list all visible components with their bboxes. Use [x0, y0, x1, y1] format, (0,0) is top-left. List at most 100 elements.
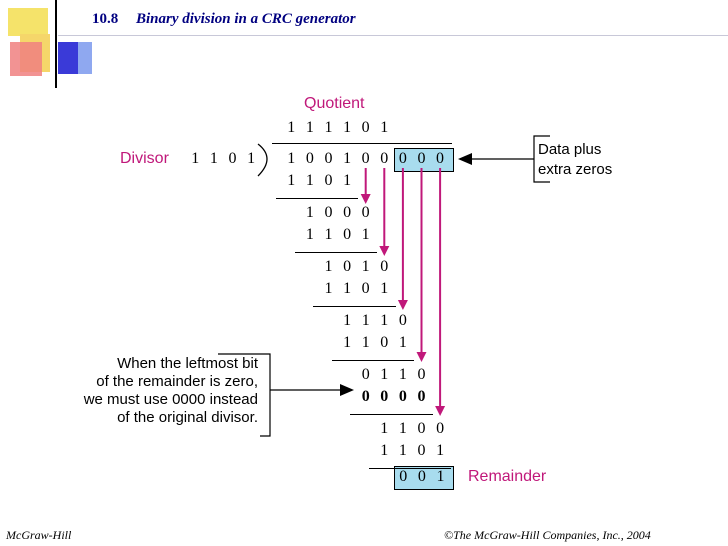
data-callout-bracket — [458, 135, 550, 183]
digit: 1 — [380, 280, 389, 297]
header-horizontal-rule — [58, 35, 728, 36]
note-line-1: When the leftmost bit — [117, 355, 258, 372]
header-vertical-rule — [55, 0, 57, 88]
note-line-3: we must use 0000 instead — [83, 391, 258, 408]
digit: 1 — [305, 204, 314, 221]
subtraction-rule — [313, 306, 396, 307]
subtraction-rule — [369, 468, 452, 469]
digit: 0 — [343, 204, 352, 221]
bring-down-arrow-head — [360, 194, 371, 204]
footer-left: McGraw-Hill — [6, 528, 72, 542]
data-plus-label-1: Data plus — [538, 141, 602, 158]
light-blue-square — [78, 42, 92, 74]
division-bar — [272, 143, 452, 144]
digit: 1 — [436, 468, 445, 485]
figure-number: 10.8 — [92, 11, 119, 27]
digit: 1 — [380, 312, 389, 329]
digit: 1 — [324, 280, 333, 297]
digit: 1 — [398, 334, 407, 351]
note-line-4: of the original divisor. — [117, 409, 258, 426]
digit: 1 — [305, 226, 314, 243]
subtraction-rule — [294, 252, 377, 253]
digit: 0 — [417, 442, 426, 459]
digit: 1 — [287, 172, 296, 189]
remainder-label: Remainder — [468, 468, 547, 485]
footer-right: ©The McGraw-Hill Companies, Inc., 2004 — [444, 528, 651, 542]
bring-down-arrow-head — [416, 352, 427, 362]
digit: 1 — [324, 258, 333, 275]
digit: 1 — [361, 334, 370, 351]
digit: 1 — [343, 172, 352, 189]
digit: 0 — [361, 204, 370, 221]
digit: 0 — [361, 150, 370, 167]
digit: 0 — [361, 388, 370, 405]
note-line-2: of the remainder is zero, — [96, 373, 258, 390]
digit: 0 — [399, 468, 408, 485]
digit: 0 — [417, 468, 426, 485]
digit: 1 — [361, 312, 370, 329]
data-plus-label-2: extra zeros — [538, 161, 613, 178]
division-bracket — [257, 143, 268, 177]
red-square — [10, 42, 42, 76]
digit: 0 — [436, 150, 445, 167]
bring-down-arrow-head — [379, 246, 390, 256]
digit: 0 — [343, 226, 352, 243]
digit: 1 — [361, 226, 370, 243]
digit: 0 — [324, 150, 333, 167]
digit: 1 — [287, 119, 296, 136]
blue-square — [58, 42, 78, 74]
digit: 0 — [417, 388, 426, 405]
digit: 1 — [343, 334, 352, 351]
digit: 1 — [398, 442, 407, 459]
digit: 1 — [191, 150, 200, 167]
remainder-highlight — [394, 466, 454, 490]
digit: 1 — [324, 119, 333, 136]
digit: 0 — [380, 150, 389, 167]
digit: 1 — [380, 119, 389, 136]
bring-down-arrow-head — [435, 406, 446, 416]
bring-down-arrow-head — [397, 300, 408, 310]
digit: 1 — [380, 366, 389, 383]
digit: 0 — [343, 258, 352, 275]
digit: 1 — [324, 226, 333, 243]
digit: 0 — [324, 172, 333, 189]
digit: 0 — [361, 366, 370, 383]
divisor-label: Divisor — [120, 150, 169, 167]
digit: 1 — [436, 442, 445, 459]
subtraction-rule — [331, 360, 415, 361]
figure-title: Binary division in a CRC generator — [136, 11, 356, 27]
digit: 1 — [287, 150, 296, 167]
digit: 0 — [305, 150, 314, 167]
note-callout-bracket — [218, 353, 354, 437]
digit: 0 — [417, 150, 426, 167]
digit: 1 — [361, 258, 370, 275]
digit: 0 — [380, 388, 389, 405]
digit: 1 — [305, 172, 314, 189]
subtraction-rule — [350, 414, 433, 415]
digit: 1 — [247, 150, 256, 167]
digit: 0 — [417, 420, 426, 437]
digit: 0 — [361, 280, 370, 297]
digit: 1 — [343, 312, 352, 329]
digit: 1 — [398, 420, 407, 437]
digit: 0 — [361, 119, 370, 136]
digit: 0 — [417, 366, 426, 383]
digit: 0 — [380, 258, 389, 275]
digit: 1 — [305, 119, 314, 136]
subtraction-rule — [276, 198, 359, 199]
digit: 1 — [380, 420, 389, 437]
